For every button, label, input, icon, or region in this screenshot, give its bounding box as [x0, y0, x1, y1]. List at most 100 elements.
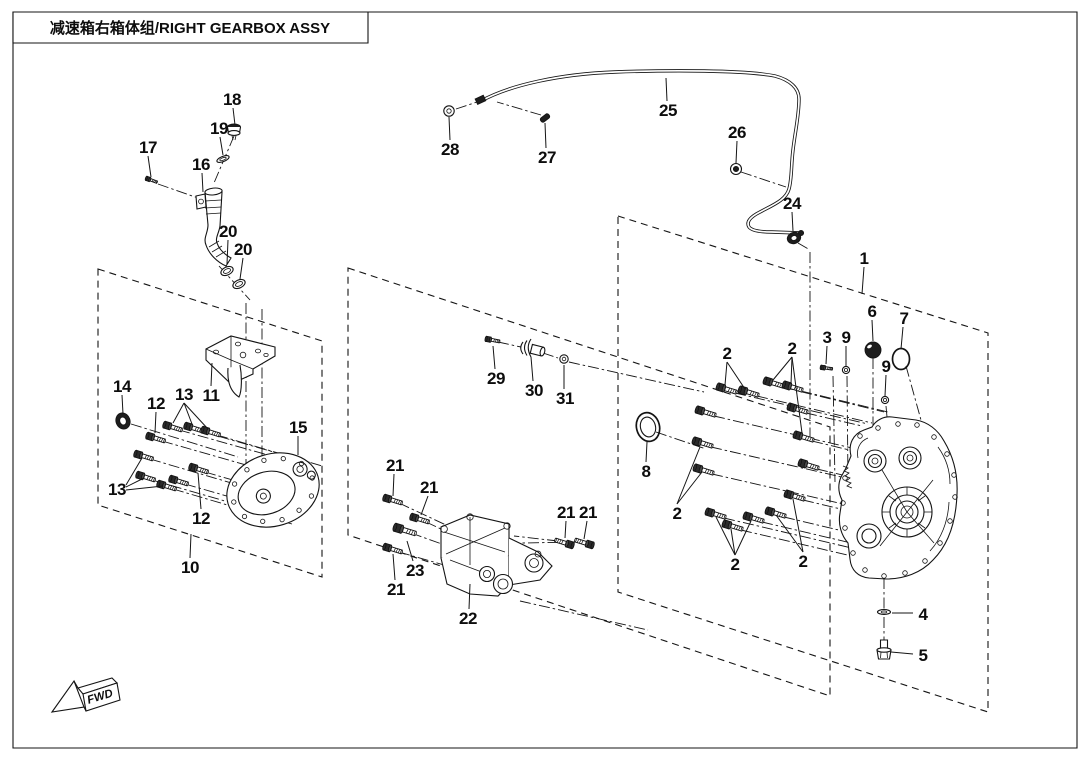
- bolt-part-drawing: [391, 522, 418, 539]
- callout-leader: [885, 375, 886, 396]
- bolt-part-drawing: [792, 430, 816, 445]
- callout-leader: [393, 554, 395, 580]
- callout-28: 28: [441, 140, 459, 159]
- callout-11: 11: [203, 386, 220, 405]
- callout-leader: [731, 529, 735, 555]
- part-9-nut-b-drawing: [881, 396, 888, 403]
- part-15-cover-drawing: [218, 442, 329, 538]
- callout-27: 27: [538, 148, 556, 167]
- callout-leader: [773, 357, 792, 380]
- part-4-washer-drawing: [878, 610, 891, 615]
- callout-19: 19: [210, 119, 228, 138]
- bolt-part-drawing: [134, 470, 157, 484]
- callout-leader: [126, 478, 144, 487]
- callout-1: 1: [860, 249, 869, 268]
- bolt-part-drawing: [484, 335, 501, 345]
- callout-leader: [792, 357, 802, 433]
- callout-21: 21: [557, 503, 575, 522]
- part-6-plug-drawing: [865, 342, 881, 358]
- page-title: 减速箱右箱体组/RIGHT GEARBOX ASSY: [50, 19, 330, 37]
- callout-leader: [727, 362, 745, 389]
- part-25-breather-hose-drawing: [475, 71, 803, 236]
- bolt-part-drawing: [819, 364, 834, 372]
- callout-leader: [565, 521, 566, 538]
- centerline: [757, 396, 872, 423]
- assembly-group-boxes: [98, 216, 988, 712]
- callout-9: 9: [882, 357, 891, 376]
- callout-2: 2: [731, 555, 740, 574]
- callout-leader: [421, 496, 428, 515]
- callout-leader: [666, 78, 667, 101]
- callout-16: 16: [192, 155, 210, 174]
- part-26-clip-drawing: [731, 164, 742, 175]
- callout-21: 21: [420, 478, 438, 497]
- part-5-drain-bolt-drawing: [877, 640, 891, 659]
- centerline: [711, 447, 850, 479]
- part-16-breather-tube-drawing: [196, 187, 231, 266]
- part-20-ring-b-drawing: [231, 278, 246, 291]
- page-border: [13, 12, 1077, 748]
- callout-leader: [449, 117, 450, 140]
- bolt-part-drawing: [786, 402, 810, 417]
- title-box: [13, 12, 368, 43]
- callout-29: 29: [487, 369, 505, 388]
- callout-13: 13: [108, 480, 126, 499]
- centerline: [411, 533, 453, 548]
- part-20-ring-a-drawing: [219, 265, 234, 278]
- callout-leader: [677, 472, 702, 504]
- callout-30: 30: [525, 381, 543, 400]
- callout-leader: [155, 412, 156, 433]
- centerline: [784, 517, 868, 537]
- bolt-part-drawing: [715, 382, 739, 397]
- bolt-part-drawing: [553, 536, 576, 550]
- callout-leader: [407, 541, 413, 561]
- part-22-mount-bracket-drawing: [441, 514, 552, 596]
- callout-leader: [862, 267, 864, 294]
- part-9-nut-a-drawing: [842, 366, 849, 373]
- centerline: [801, 391, 888, 412]
- centerline: [520, 601, 648, 630]
- callout-leader: [891, 652, 913, 654]
- callout-7: 7: [900, 309, 909, 328]
- bolt-part-drawing: [187, 462, 210, 476]
- part-11-bracket-drawing: [206, 336, 275, 397]
- bolt-part-drawing: [781, 380, 805, 395]
- centerline: [886, 406, 888, 428]
- bolt-part-drawing: [132, 449, 155, 463]
- centerline: [569, 362, 704, 392]
- centerline: [714, 416, 852, 448]
- callout-24: 24: [783, 194, 802, 213]
- bolt-part-drawing: [144, 175, 159, 185]
- centerline: [399, 503, 446, 525]
- callout-leader: [469, 584, 470, 609]
- callout-23: 23: [406, 561, 424, 580]
- callout-2: 2: [723, 344, 732, 363]
- centerline: [456, 102, 477, 109]
- callout-15: 15: [289, 418, 307, 437]
- bolt-part-drawing: [381, 542, 404, 556]
- bolt-part-drawing: [721, 519, 745, 534]
- callout-20: 20: [234, 240, 252, 259]
- centerline: [803, 500, 870, 516]
- callout-leader: [202, 173, 203, 192]
- callout-21: 21: [387, 580, 405, 599]
- bolt-part-drawing: [737, 385, 761, 400]
- part-24-grommet-drawing: [786, 231, 802, 246]
- centerline: [217, 435, 322, 466]
- callout-leader: [901, 327, 903, 349]
- callout-leader: [677, 447, 700, 504]
- callout-20: 20: [219, 222, 237, 241]
- right-housing-group-box: [618, 216, 988, 712]
- centerline: [833, 376, 835, 482]
- callout-leader: [184, 403, 192, 424]
- bolt-part-drawing: [692, 463, 716, 478]
- part-27-pin-drawing: [540, 113, 551, 123]
- callout-leader: [792, 212, 793, 231]
- callout-leader: [220, 137, 223, 155]
- callout-2: 2: [799, 552, 808, 571]
- callout-14: 14: [113, 377, 132, 396]
- bolt-part-drawing: [783, 489, 807, 504]
- centerline: [543, 353, 558, 358]
